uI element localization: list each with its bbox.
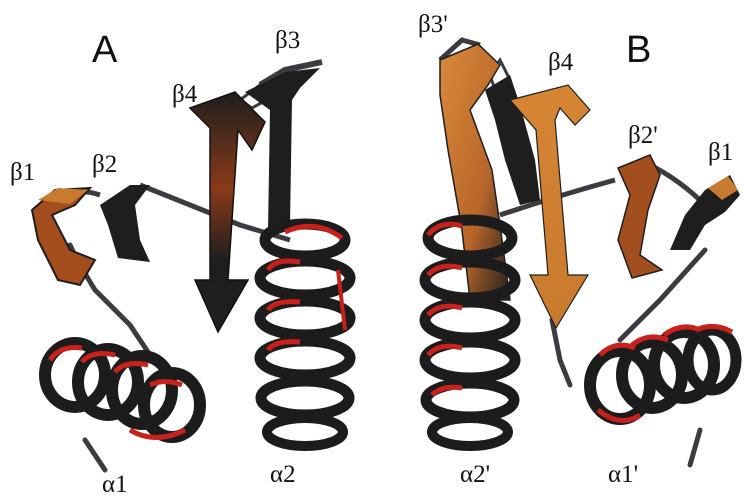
panel-a-label-b4: β4 xyxy=(172,81,198,108)
panel-a: A xyxy=(10,27,350,498)
panel-b-label-a2: α2' xyxy=(460,461,490,488)
panel-b-strand-b2 xyxy=(618,155,662,278)
panel-a-label-a1: α1 xyxy=(102,471,128,498)
panel-b-label-b2: β2' xyxy=(628,122,658,149)
panel-b-coil-a1-tail xyxy=(690,430,700,465)
panel-a-label-b2: β2 xyxy=(92,151,117,178)
panel-b-label-b3: β3' xyxy=(418,11,448,38)
panel-b-helix-a2 xyxy=(425,220,515,446)
panel-b-coil-b4-tail xyxy=(552,320,570,385)
panel-b: B xyxy=(418,11,740,488)
panel-a-strand-b3 xyxy=(245,68,320,230)
panel-a-coil-a1-tail xyxy=(85,440,105,470)
panel-a-label-b1: β1 xyxy=(10,159,35,186)
panel-b-label-a1: α1' xyxy=(608,461,638,488)
panel-a-strand-b2 xyxy=(100,185,150,262)
panel-a-helix-a2 xyxy=(260,224,350,446)
panel-a-helix-a1 xyxy=(45,343,200,438)
panel-b-label-b4: β4 xyxy=(548,49,574,76)
panel-a-label-b3: β3 xyxy=(275,27,300,54)
panel-b-helix-a1 xyxy=(590,326,736,420)
panel-b-letter: B xyxy=(626,29,651,71)
panel-a-label-a2: α2 xyxy=(270,461,296,488)
panel-b-label-b1: β1 xyxy=(708,139,733,166)
panel-a-letter: A xyxy=(92,29,118,71)
